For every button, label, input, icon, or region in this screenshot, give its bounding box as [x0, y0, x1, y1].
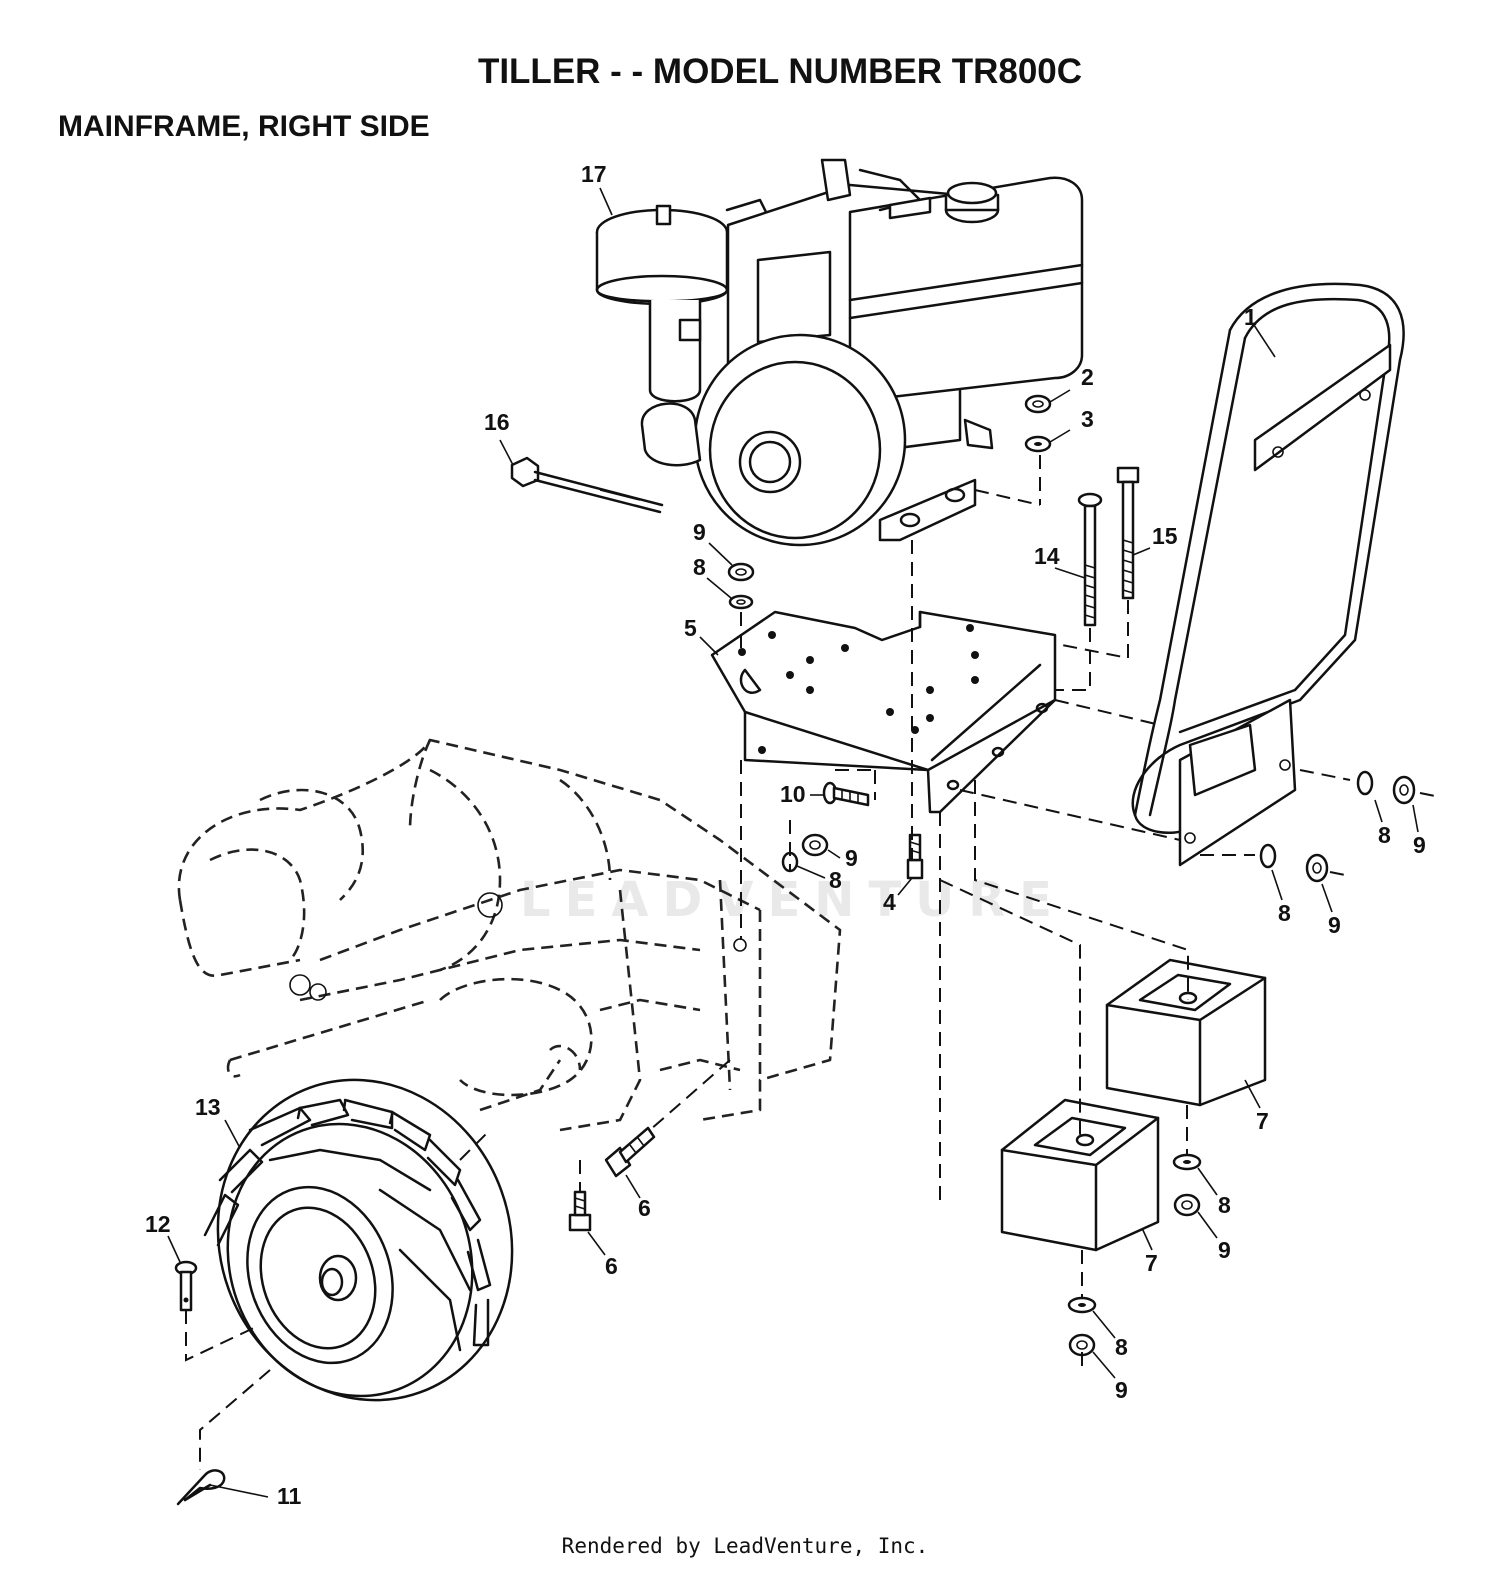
callout-10: 10: [780, 781, 806, 807]
nut-9-right-upper: [1392, 775, 1416, 805]
washer-8-right-upper: [1356, 770, 1374, 796]
assembly-guide-lines: [185, 455, 1441, 1470]
callout-9-right-lower: 9: [1328, 912, 1341, 938]
bumper-handle: [1131, 282, 1405, 867]
callout-2: 2: [1081, 364, 1094, 390]
page-title: TILLER - - MODEL NUMBER TR800C: [477, 52, 1083, 91]
callout-14: 14: [1034, 543, 1060, 569]
callout-9-right-upper: 9: [1413, 832, 1426, 858]
screw-10: [822, 781, 870, 807]
wheel-tire: [203, 1078, 514, 1402]
washer-8-top: [728, 594, 754, 610]
callout-8-right-upper: 8: [1378, 822, 1391, 848]
mainframe-plate: [710, 610, 1057, 814]
cable-tie: [510, 456, 664, 514]
bolt-6-lower: [568, 1190, 592, 1232]
nut-9-top: [727, 562, 755, 582]
leader-lines: [167, 187, 1419, 1498]
callout-4: 4: [883, 889, 896, 915]
callout-6-upper: 6: [638, 1195, 651, 1221]
nut-2: [1024, 394, 1052, 414]
nut-9-weight-upper: [1173, 1193, 1201, 1217]
callout-8-top: 8: [693, 554, 706, 580]
callout-5: 5: [684, 615, 697, 641]
section-subtitle: MAINFRAME, RIGHT SIDE: [58, 110, 430, 143]
nut-9-right-lower: [1305, 853, 1329, 883]
hex-bolt-15: [1116, 466, 1140, 600]
callout-7-lower: 7: [1145, 1250, 1158, 1276]
callout-11: 11: [277, 1483, 302, 1509]
washer-3: [1024, 435, 1052, 453]
footer-credit: Rendered by LeadVenture, Inc.: [561, 1534, 929, 1558]
callout-labels: 17 1 2 3 16 9 8 5 14 15 10 9 8 4 8 9 8 9…: [145, 161, 1426, 1509]
callout-7-upper: 7: [1256, 1108, 1269, 1134]
callout-8-weight-lower: 8: [1115, 1334, 1128, 1360]
hairpin-clip-11: [176, 1469, 226, 1506]
bolt-4: [906, 833, 924, 880]
callout-15: 15: [1152, 523, 1178, 549]
carriage-bolt-14: [1077, 492, 1103, 627]
tiller-tine-assembly-dashed: [177, 738, 842, 1132]
callout-9-top: 9: [693, 519, 706, 545]
weight-lower: [1000, 1098, 1160, 1252]
washer-8-right-lower: [1259, 843, 1277, 869]
weight-upper: [1105, 958, 1267, 1107]
watermark: LEADVENTURE: [520, 872, 1066, 928]
callout-3: 3: [1081, 406, 1094, 432]
nut-9-mid: [801, 833, 829, 857]
callout-16: 16: [484, 409, 510, 435]
callout-9-mid: 9: [845, 845, 858, 871]
callout-17: 17: [581, 161, 607, 187]
callout-13: 13: [195, 1094, 221, 1120]
callout-12: 12: [145, 1211, 171, 1237]
washer-8-weight-lower: [1067, 1296, 1097, 1314]
callout-8-weight-upper: 8: [1218, 1192, 1231, 1218]
callout-9-weight-lower: 9: [1115, 1377, 1128, 1403]
callout-8-mid: 8: [829, 867, 842, 893]
callout-1: 1: [1244, 304, 1257, 330]
callout-8-right-lower: 8: [1278, 900, 1291, 926]
engine-assembly: [595, 158, 1084, 547]
callout-9-weight-upper: 9: [1218, 1237, 1231, 1263]
clevis-pin-12: [174, 1260, 198, 1312]
washer-8-weight-upper: [1172, 1153, 1202, 1171]
bolt-6-upper: [604, 1126, 656, 1178]
callout-6-lower: 6: [605, 1253, 618, 1279]
